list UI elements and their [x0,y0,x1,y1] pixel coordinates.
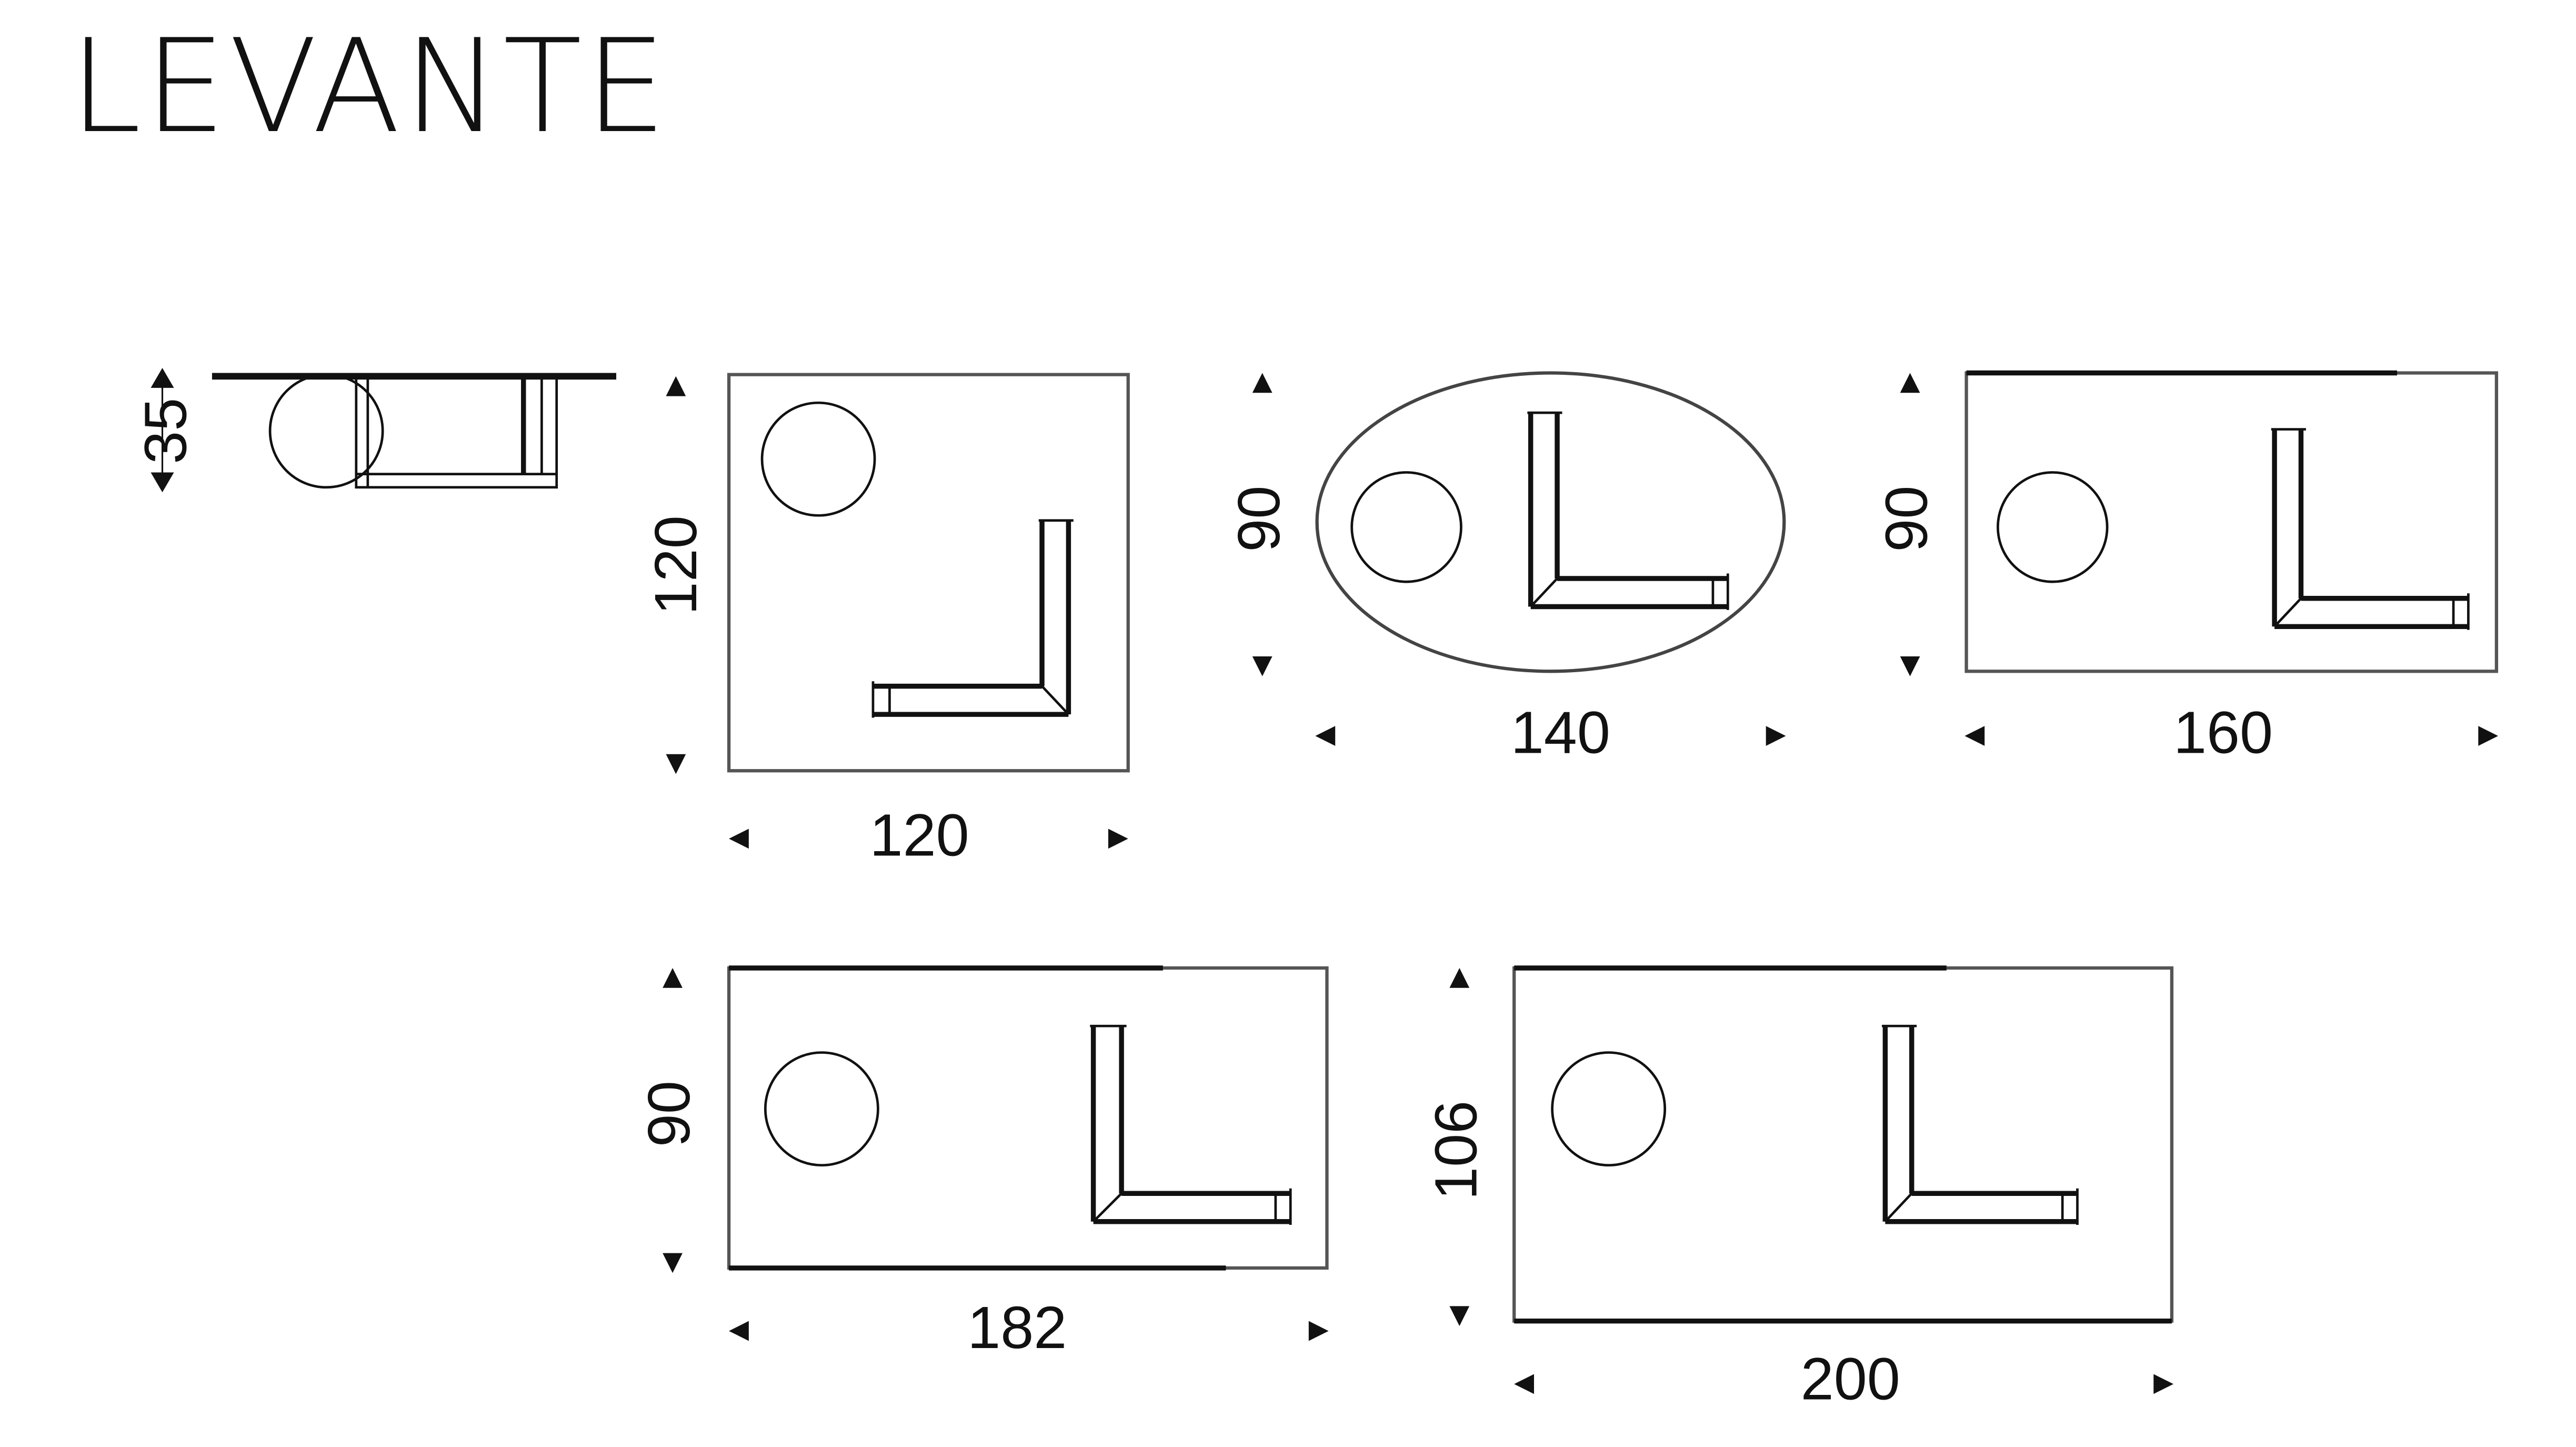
drawing-stroke [2273,597,2302,627]
arrow-right-icon [1108,829,1128,849]
table-top-outline [727,373,1130,773]
arrow-down-icon [666,754,686,774]
side-round-leg [268,373,384,489]
round-leg [1997,471,2109,583]
arrow-right-icon [2153,1374,2174,1394]
side-l-frame [355,376,558,489]
arrow-left-icon [729,829,749,849]
arrow-down-icon [1900,656,1920,676]
arrow-left-icon [1964,726,1985,746]
table-rectangle-182: 90 182 [636,965,1329,1361]
side-elevation-view: 35 [132,368,617,493]
round-leg [1551,1051,1667,1167]
arrow-down-icon [1252,656,1272,676]
round-leg [764,1051,879,1167]
side-height-label: 35 [132,398,199,464]
arrow-up-icon [151,368,174,388]
width-label: 160 [2173,699,2273,766]
arrow-right-icon [1308,1321,1329,1341]
arrow-down-icon [151,472,174,493]
arrow-right-icon [2478,726,2499,746]
round-leg [760,401,876,517]
l-frame-base [1527,411,1729,610]
width-label: 120 [870,802,969,869]
drawing-stroke [1041,685,1070,715]
depth-label: 90 [636,1081,703,1147]
arrow-up-icon [666,376,686,396]
product-title: LEVANTE [69,12,670,162]
arrow-up-icon [1900,373,1920,393]
table-square-120: 120 120 [643,373,1130,869]
arrow-left-icon [1315,726,1336,746]
arrow-right-icon [1766,726,1786,746]
width-label: 140 [1511,699,1610,766]
arrow-up-icon [663,967,683,988]
table-top-outline [1315,371,1786,673]
drawing-stroke [1092,1192,1122,1223]
drawing-stroke [1529,577,1558,608]
l-frame-base [1090,1024,1292,1225]
arrow-left-icon [729,1321,749,1341]
depth-label: 106 [1423,1101,1490,1200]
width-label: 200 [1801,1345,1900,1412]
width-label: 182 [967,1294,1067,1361]
drawing-stroke [1884,1192,1913,1223]
l-frame-base [2271,428,2470,630]
round-leg [1350,471,1462,583]
l-frame-base [1882,1024,2079,1225]
table-rectangle-160: 90 160 [1873,370,2499,766]
arrow-up-icon [1252,373,1272,393]
table-top-outline [1512,966,2174,1323]
l-frame-base [871,519,1074,718]
arrow-up-icon [1449,967,1470,988]
arrow-down-icon [663,1253,683,1273]
depth-label: 90 [1873,486,1940,552]
depth-label: 90 [1226,486,1292,552]
arrow-down-icon [1449,1306,1470,1326]
table-rectangle-200: 106 200 [1423,965,2174,1412]
table-oval-140: 90 140 [1226,371,1786,766]
arrow-left-icon [1514,1374,1534,1394]
depth-label: 120 [643,515,709,615]
